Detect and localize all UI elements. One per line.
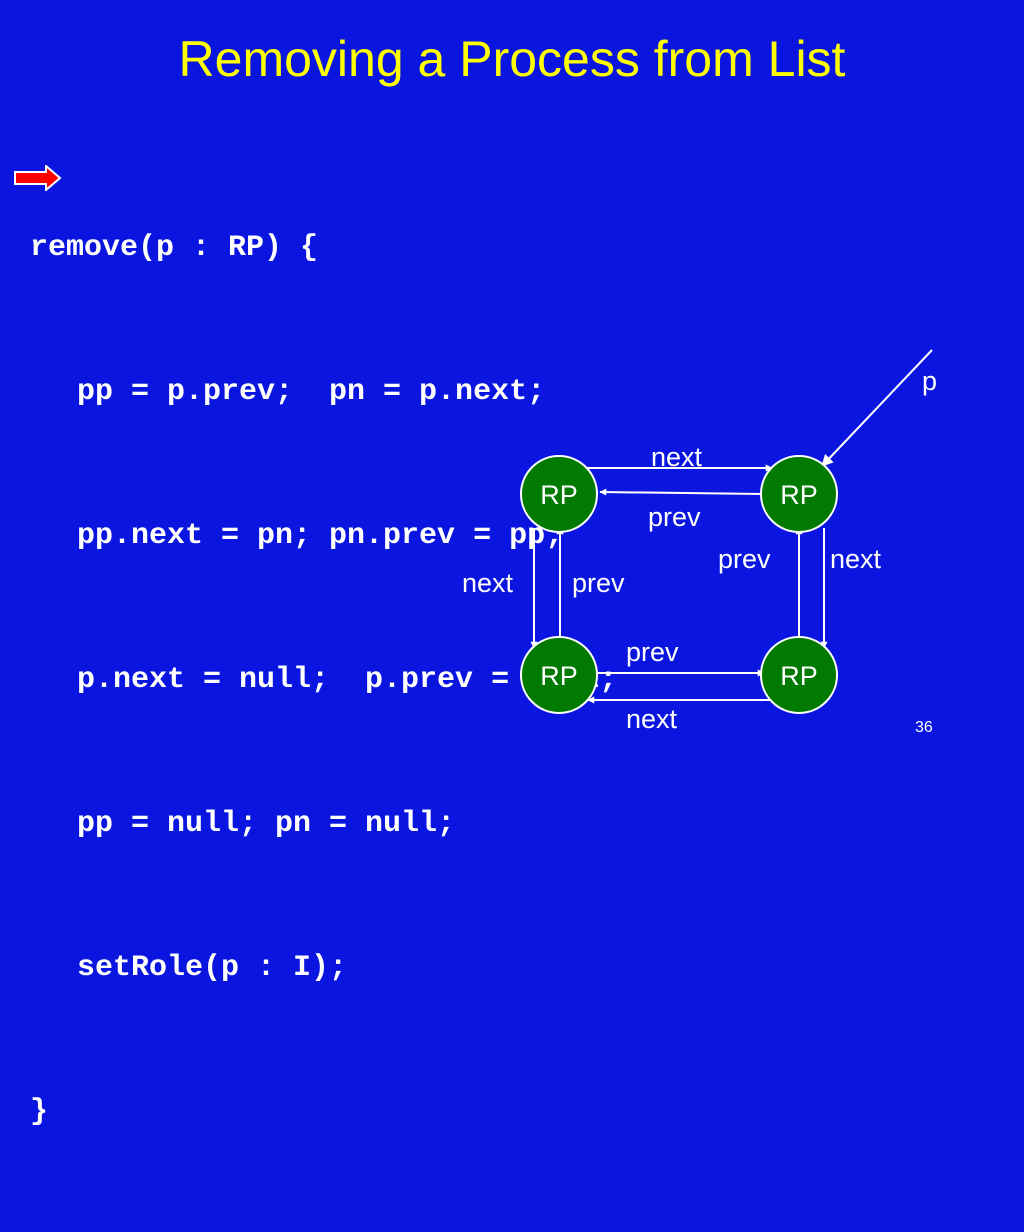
code-line-2: pp = p.prev; pn = p.next;: [77, 375, 546, 409]
slide: Removing a Process from List remove(p : …: [14, 31, 938, 1129]
code-line-7: }: [30, 1095, 49, 1129]
label-left-prev: prev: [572, 568, 625, 598]
edge-top-prev: [599, 488, 765, 496]
slide-title: Removing a Process from List: [178, 31, 846, 87]
page-number: 36: [915, 719, 933, 736]
linked-list-diagram: p next prev next prev prev next prev nex…: [462, 349, 937, 736]
code-line-1: remove(p : RP) {: [30, 231, 319, 265]
label-top-next: next: [651, 442, 703, 472]
node-bottom-left-label: RP: [540, 661, 578, 691]
red-arrow-icon: [14, 165, 62, 191]
pointer-p-arrow: [821, 349, 933, 467]
label-left-next: next: [462, 568, 514, 598]
code-line-3: pp.next = pn; pn.prev = pp;: [77, 519, 564, 553]
label-top-prev: prev: [648, 502, 701, 532]
node-bottom-left: RP: [520, 636, 598, 714]
node-top-left: RP: [520, 455, 598, 533]
code-line-6: setRole(p : I);: [77, 951, 348, 985]
node-top-right-label: RP: [780, 480, 818, 510]
label-right-prev: prev: [718, 544, 771, 574]
label-bottom-prev: prev: [626, 637, 679, 667]
node-top-right: RP: [760, 455, 838, 533]
node-bottom-right: RP: [760, 636, 838, 714]
node-top-left-label: RP: [540, 480, 578, 510]
label-bottom-next: next: [626, 704, 678, 734]
label-right-next: next: [830, 544, 882, 574]
node-bottom-right-label: RP: [780, 661, 818, 691]
code-line-5: pp = null; pn = null;: [77, 807, 456, 841]
pointer-p-label: p: [922, 366, 937, 396]
